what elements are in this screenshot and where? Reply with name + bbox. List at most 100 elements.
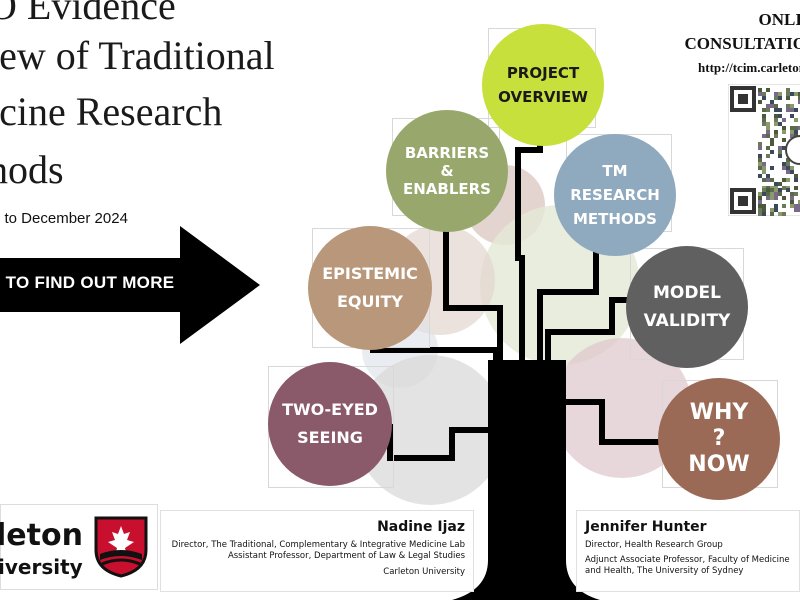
qr-cell (758, 158, 762, 162)
qr-cell (782, 138, 786, 142)
qr-cell (770, 100, 774, 104)
qr-cell (778, 188, 782, 192)
qr-cell (762, 188, 766, 192)
qr-cell (762, 96, 766, 100)
qr-cell (794, 92, 798, 96)
qr-cell (786, 96, 790, 100)
node-why-now[interactable]: WHY ? NOW (658, 378, 780, 500)
qr-cell (758, 88, 762, 92)
node-label: EPISTEMIC EQUITY (322, 264, 418, 311)
node-project-overview[interactable]: PROJECT OVERVIEW (482, 24, 604, 146)
node-barriers-enablers[interactable]: BARRIERS & ENABLERS (386, 110, 508, 232)
university-name-line-1: leton (0, 518, 83, 553)
qr-cell (770, 212, 774, 216)
person-affiliation: Carleton University (383, 567, 465, 577)
node-two-eyed-seeing[interactable]: TWO-EYED SEEING (268, 362, 392, 486)
node-label: WHY ? NOW (688, 400, 750, 477)
qr-cell (762, 204, 766, 208)
qr-cell (762, 122, 766, 126)
qr-cell (758, 200, 762, 204)
qr-cell (778, 146, 782, 150)
qr-cell (762, 170, 766, 174)
qr-cell (786, 108, 790, 112)
qr-cell (786, 170, 790, 174)
date-range: 3 to December 2024 (0, 210, 128, 227)
qr-cell (782, 166, 786, 170)
online-line-2: CONSULTATIO (684, 34, 800, 53)
node-tm-research-methods[interactable]: TM RESEARCH METHODS (554, 134, 676, 256)
qr-cell (782, 162, 786, 166)
qr-cell (774, 122, 778, 126)
qr-cell (762, 114, 766, 118)
qr-cell (790, 200, 794, 204)
qr-code-icon[interactable] (728, 84, 800, 216)
qr-cell (774, 182, 778, 186)
qr-cell (762, 178, 766, 182)
qr-cell (770, 104, 774, 108)
qr-cell (794, 108, 798, 112)
person-role: Assistant Professor, Department of Law &… (227, 551, 465, 561)
qr-cell (790, 108, 794, 112)
qr-cell (778, 96, 782, 100)
node-model-validity[interactable]: MODEL VALIDITY (626, 246, 748, 368)
qr-cell (762, 212, 766, 216)
qr-cell (794, 178, 798, 182)
qr-cell (762, 162, 766, 166)
qr-cell (758, 92, 762, 96)
person-role: Director, The Traditional, Complementary… (171, 540, 465, 550)
qr-cell (782, 204, 786, 208)
qr-cell (766, 122, 770, 126)
qr-cell (786, 104, 790, 108)
university-name-line-2: iversity (0, 555, 83, 579)
qr-cell (778, 192, 782, 196)
qr-cell (782, 212, 786, 216)
qr-cell (774, 204, 778, 208)
qr-cell (762, 208, 766, 212)
qr-cell (786, 166, 790, 170)
qr-cell (790, 192, 794, 196)
right-arrow-icon[interactable] (0, 226, 260, 344)
qr-cell (774, 104, 778, 108)
qr-cell (762, 118, 766, 122)
qr-cell (798, 204, 800, 208)
qr-cell (794, 174, 798, 178)
online-url[interactable]: http://tcim.carleton (698, 60, 800, 75)
qr-cell (766, 196, 770, 200)
node-epistemic-equity[interactable]: EPISTEMIC EQUITY (308, 226, 432, 350)
qr-cell (770, 138, 774, 142)
qr-cell (786, 188, 790, 192)
title-line-1: O Evidence (0, 0, 176, 28)
find-out-more-button[interactable]: K TO FIND OUT MORE (0, 273, 175, 292)
qr-cell (774, 92, 778, 96)
title-line-2: iew of Traditional (0, 33, 275, 78)
qr-cell (782, 130, 786, 134)
qr-cell (790, 92, 794, 96)
qr-cell (794, 186, 798, 190)
qr-cell (758, 146, 762, 150)
university-shield-icon (94, 516, 148, 578)
qr-cell (798, 208, 800, 212)
qr-cell (790, 130, 794, 134)
qr-cell (794, 126, 798, 130)
person-role: Adjunct Associate Professor, Faculty of … (585, 555, 790, 565)
qr-cell (770, 150, 774, 154)
qr-cell (758, 212, 762, 216)
person-name: Nadine Ijaz (377, 519, 465, 535)
qr-cell (770, 166, 774, 170)
qr-cell (794, 208, 798, 212)
qr-cell (778, 122, 782, 126)
qr-cell (798, 200, 800, 204)
qr-cell (758, 142, 762, 146)
qr-cell (774, 118, 778, 122)
node-label: PROJECT OVERVIEW (498, 64, 588, 106)
qr-cell (778, 92, 782, 96)
qr-cell (798, 126, 800, 130)
person-card-ijaz: Nadine Ijaz Director, The Traditional, C… (160, 510, 474, 592)
node-label: TM RESEARCH METHODS (570, 162, 660, 228)
qr-cell (794, 130, 798, 134)
qr-cell (798, 92, 800, 96)
qr-cell (766, 108, 770, 112)
title-line-3: icine Research (0, 89, 223, 134)
node-label: MODEL VALIDITY (643, 283, 731, 331)
